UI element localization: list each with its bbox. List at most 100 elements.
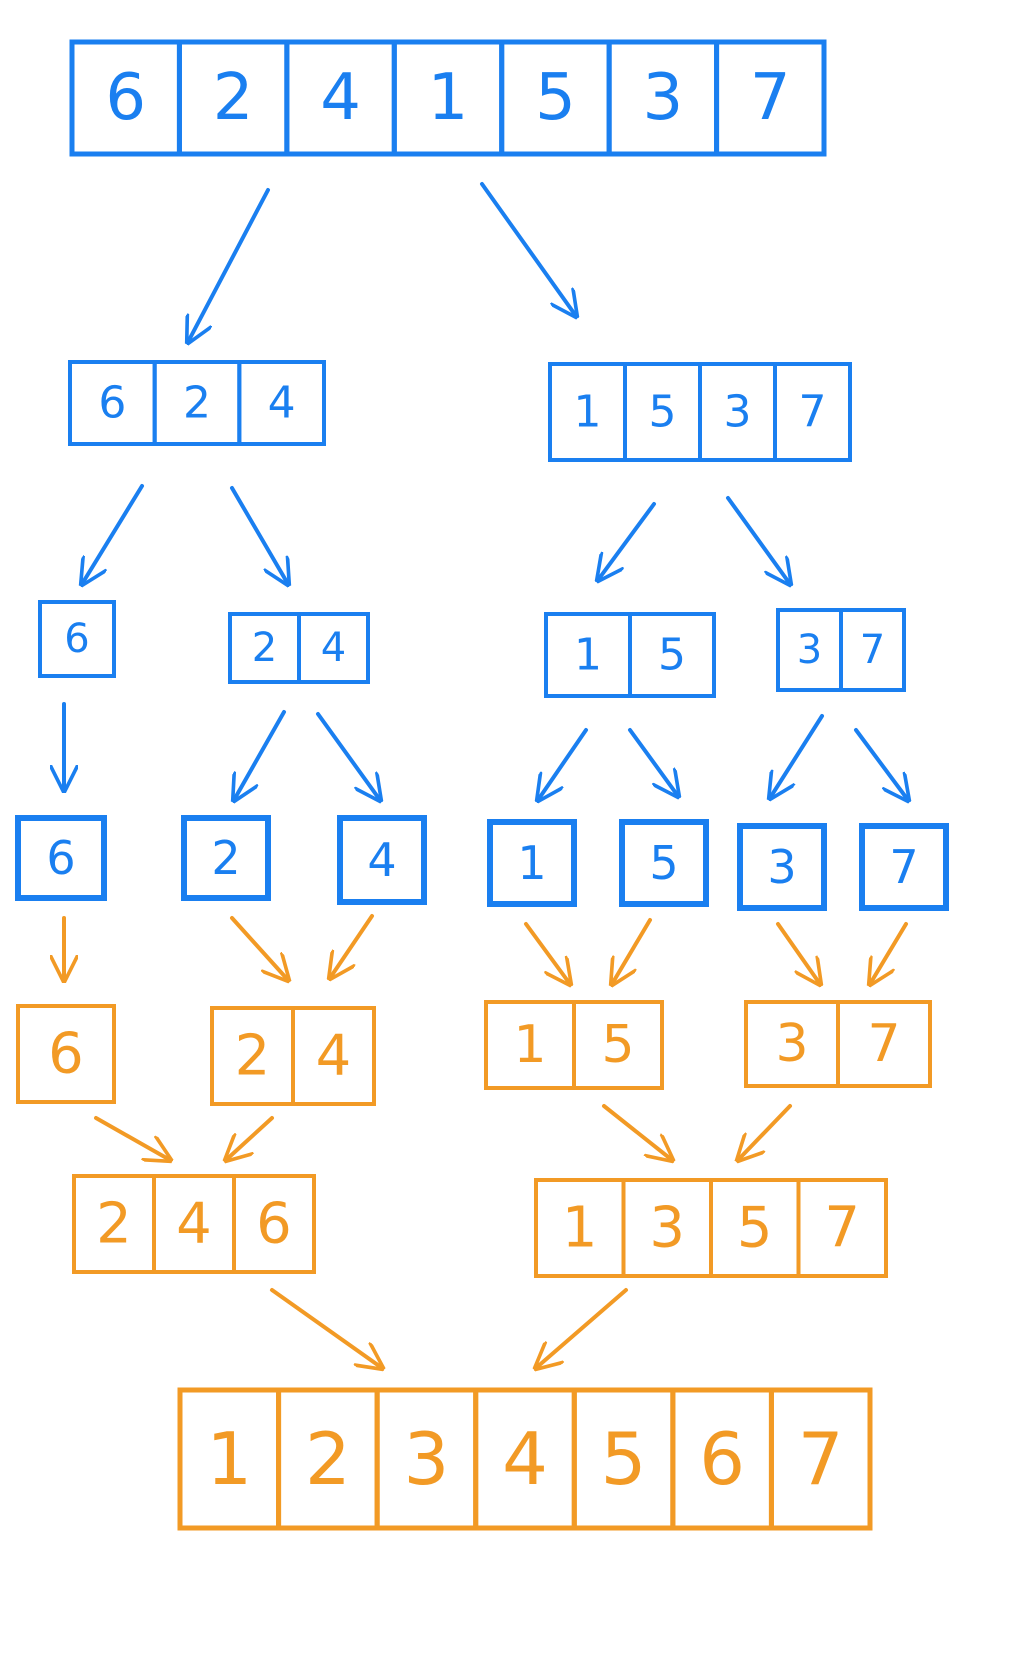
array-box-leaf-7: 7 [859,823,949,911]
cell-value: 7 [824,1196,860,1261]
cell-value: 1 [574,387,602,438]
cell-value: 3 [797,627,822,673]
array-box-leaf-4: 4 [337,815,427,905]
array-box-leaf-3: 3 [737,823,827,911]
array-box-leaf-2: 2 [181,815,271,901]
split-arrow [770,714,824,798]
merge-arrow [870,922,908,984]
cell-value: 6 [48,1022,84,1087]
cell-value: 5 [737,1196,773,1261]
array-cell [628,612,716,698]
array-box-leaf-1: 1 [487,819,577,907]
array-cell [714,39,827,157]
array-cell [337,815,427,905]
cell-value: 6 [98,378,126,429]
cell-value: 6 [46,831,75,885]
split-arrow [188,188,270,342]
cell-value: 7 [799,387,827,438]
cell-value: 6 [105,61,146,135]
split-arrow [854,728,908,800]
split-arrow [234,710,286,800]
cell-value: 4 [502,1417,548,1501]
array-box-m-6: 6 [16,1004,116,1104]
cell-value: 2 [96,1192,132,1257]
cell-value: 5 [601,1417,647,1501]
cell-value: 2 [252,625,277,671]
cell-value: 5 [658,630,686,681]
array-box-leaf-6: 6 [15,815,107,901]
merge-arrow [270,1288,382,1368]
array-box-leaf-5: 5 [619,819,709,907]
split-arrow [598,502,656,580]
cell-value: 3 [767,840,796,894]
split-arrow [316,712,380,800]
array-cell [232,1174,316,1274]
cell-value: 3 [404,1417,450,1501]
array-box-left: 6 2 4 [68,360,326,446]
array-cell [796,1178,888,1278]
array-cell [572,1000,664,1090]
array-cell [619,819,709,907]
cell-value: 6 [699,1417,745,1501]
cell-value: 1 [517,836,546,890]
array-cell [737,823,827,911]
cell-value: 4 [176,1192,212,1257]
merge-arrow [330,914,374,978]
cell-value: 3 [775,1014,808,1074]
array-cell [237,360,326,446]
cell-value: 3 [724,387,752,438]
array-cell [768,1387,873,1531]
array-cell [836,1000,932,1088]
merge-arrow [776,922,820,984]
split-arrow [726,496,790,584]
array-cell [487,819,577,907]
cell-value: 1 [513,1015,546,1075]
cell-value: 3 [642,61,683,135]
cell-value: 7 [889,840,918,894]
cell-value: 5 [535,61,576,135]
split-arrow [82,484,144,584]
split-arrow [538,728,588,800]
cell-value: 2 [213,61,254,135]
merge-arrow [738,1104,792,1160]
array-cell [181,815,271,901]
cell-value: 4 [367,833,396,887]
cell-value: 3 [649,1196,685,1261]
cell-value: 5 [649,387,677,438]
array-cell [38,600,116,678]
array-cell [16,1004,116,1104]
array-box-l-single-6: 6 [38,600,116,678]
merge-arrow [226,1116,274,1160]
split-arrow [480,182,576,316]
array-cell [297,612,370,684]
cell-value: 5 [649,836,678,890]
merge-arrow [94,1116,170,1160]
merge-arrow [230,916,288,980]
array-cell [859,823,949,911]
cell-value: 6 [64,616,89,662]
cell-value: 2 [235,1024,271,1089]
array-cell [15,815,107,901]
cell-value: 4 [320,61,361,135]
cell-value: 7 [860,627,885,673]
cell-value: 6 [256,1192,292,1257]
cell-value: 2 [183,378,211,429]
array-cell [291,1006,376,1106]
cell-value: 4 [268,378,296,429]
cell-value: 2 [305,1417,351,1501]
cell-value: 5 [601,1015,634,1075]
merge-arrow [602,1104,672,1160]
cell-value: 1 [206,1417,252,1501]
merge-arrow [524,922,570,984]
cell-value: 7 [867,1014,900,1074]
